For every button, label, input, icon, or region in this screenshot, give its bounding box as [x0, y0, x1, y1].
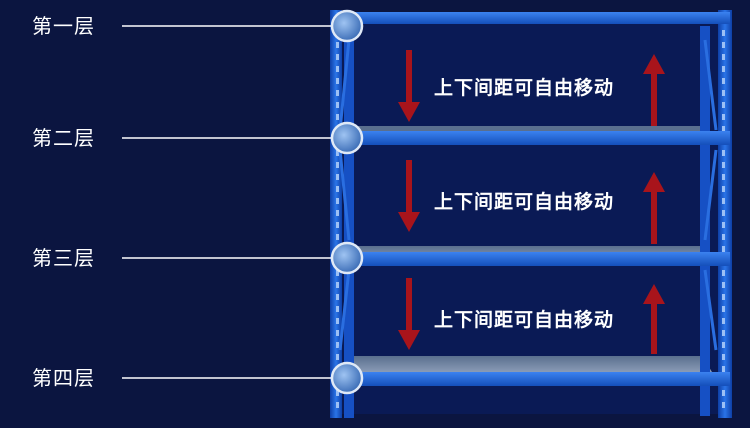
- upright-hole: [336, 42, 339, 48]
- beam-level-1: [336, 12, 730, 24]
- upright-hole: [336, 162, 339, 168]
- joint-circle-3: [330, 241, 364, 275]
- upright-hole: [722, 246, 725, 252]
- upright-hole: [336, 78, 339, 84]
- layer-label-2: 第二层: [32, 126, 95, 150]
- arrow-up-icon: [643, 284, 665, 354]
- upright-hole: [336, 210, 339, 216]
- upright-hole: [336, 354, 339, 360]
- arrow-down-icon: [398, 278, 420, 350]
- layer-label-3: 第三层: [32, 246, 95, 270]
- upright-hole: [336, 222, 339, 228]
- layer-label-1: 第一层: [32, 14, 95, 38]
- right-back-upright: [700, 26, 710, 416]
- upright-hole: [722, 150, 725, 156]
- upright-hole: [722, 222, 725, 228]
- brace-5: [338, 149, 351, 241]
- arrow-up-icon: [643, 172, 665, 244]
- upright-hole: [336, 318, 339, 324]
- upright-hole: [722, 210, 725, 216]
- arrow-down-icon: [398, 160, 420, 232]
- upright-hole: [722, 198, 725, 204]
- upright-hole: [722, 186, 725, 192]
- upright-hole: [722, 354, 725, 360]
- beam-level-2: [336, 131, 730, 145]
- upright-hole: [336, 150, 339, 156]
- upright-hole: [336, 330, 339, 336]
- upright-hole: [722, 294, 725, 300]
- brace-2: [703, 149, 718, 241]
- upright-hole: [336, 342, 339, 348]
- upright-hole: [722, 270, 725, 276]
- joint-circle-2: [330, 121, 364, 155]
- upright-hole: [722, 306, 725, 312]
- arrow-up-icon: [643, 54, 665, 126]
- upright-hole: [722, 126, 725, 132]
- upright-hole: [336, 270, 339, 276]
- upright-hole: [336, 294, 339, 300]
- upright-hole: [336, 66, 339, 72]
- upright-hole: [722, 234, 725, 240]
- spacing-note-1: 上下间距可自由移动: [434, 77, 615, 99]
- joint-circle-4: [330, 361, 364, 395]
- left-back-upright: [344, 18, 354, 418]
- brace-4: [338, 39, 351, 131]
- upright-hole: [722, 102, 725, 108]
- upright-hole: [722, 162, 725, 168]
- upright-hole: [336, 198, 339, 204]
- arrow-down-icon: [398, 50, 420, 122]
- shelf-deck-4: [352, 356, 712, 372]
- upright-hole: [722, 318, 725, 324]
- brace-6: [338, 269, 351, 351]
- upright-hole: [722, 402, 725, 408]
- beam-level-4: [336, 372, 730, 386]
- upright-hole: [336, 102, 339, 108]
- upright-hole: [722, 282, 725, 288]
- upright-hole: [336, 174, 339, 180]
- upright-hole: [336, 282, 339, 288]
- upright-hole: [722, 366, 725, 372]
- layer-label-4: 第四层: [32, 366, 95, 390]
- brace-3: [703, 269, 718, 351]
- upright-hole: [336, 234, 339, 240]
- upright-hole: [336, 54, 339, 60]
- upright-hole: [336, 114, 339, 120]
- joint-circle-1: [330, 9, 364, 43]
- upright-hole: [336, 390, 339, 396]
- upright-hole: [722, 78, 725, 84]
- beam-level-3: [336, 252, 730, 266]
- upright-hole: [722, 390, 725, 396]
- upright-hole: [336, 186, 339, 192]
- upright-hole: [722, 342, 725, 348]
- spacing-note-2: 上下间距可自由移动: [434, 191, 615, 213]
- upright-hole: [722, 54, 725, 60]
- upright-hole: [336, 306, 339, 312]
- brace-1: [703, 39, 718, 131]
- upright-hole: [722, 330, 725, 336]
- upright-hole: [336, 90, 339, 96]
- upright-hole: [722, 42, 725, 48]
- spacing-note-3: 上下间距可自由移动: [434, 309, 615, 331]
- upright-hole: [722, 66, 725, 72]
- upright-hole: [722, 114, 725, 120]
- upright-hole: [722, 30, 725, 36]
- upright-hole: [336, 402, 339, 408]
- upright-hole: [722, 90, 725, 96]
- upright-hole: [722, 174, 725, 180]
